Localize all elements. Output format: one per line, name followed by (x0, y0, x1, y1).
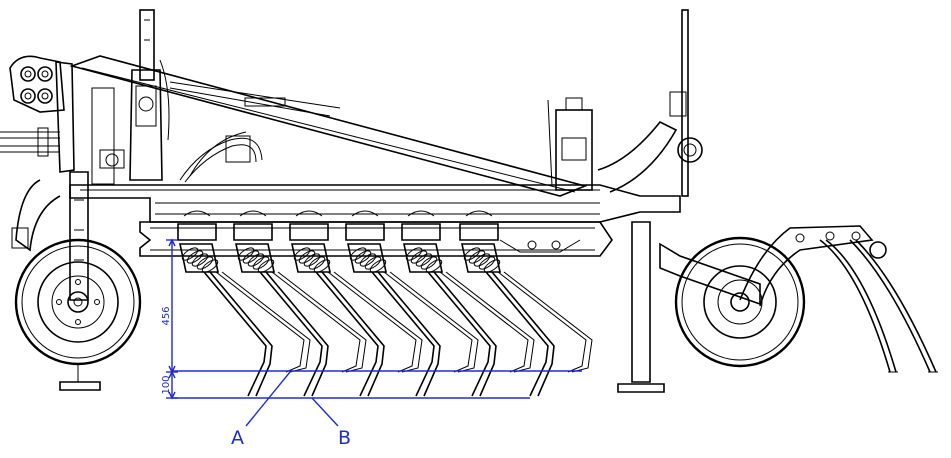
tine-assembly (459, 210, 593, 397)
marker-post (669, 9, 703, 197)
center-mast (129, 9, 170, 181)
parking-stand (617, 221, 665, 393)
dimension-upper: 456 (161, 306, 172, 325)
leader-b (311, 397, 339, 427)
tine-assembly (289, 210, 423, 397)
tine-assembly (345, 210, 479, 397)
label-a: A (231, 427, 244, 449)
tine-assembly (401, 210, 535, 397)
dimension-lines (166, 238, 582, 427)
top-link-beam (69, 55, 588, 197)
label-b: B (338, 427, 351, 449)
rear-harrow (819, 239, 938, 373)
main-frame (69, 184, 681, 257)
front-gauge-wheel (11, 171, 142, 391)
tine-assembly (177, 210, 311, 397)
rear-packer-wheel (659, 225, 887, 368)
hitch-assembly (0, 55, 125, 185)
rear-upright (547, 97, 678, 193)
leader-a (245, 371, 291, 427)
tine-assembly (233, 210, 367, 397)
hydraulic-hoses (179, 131, 263, 183)
dimension-lower: 100 (161, 375, 172, 394)
tine-group (177, 210, 593, 397)
